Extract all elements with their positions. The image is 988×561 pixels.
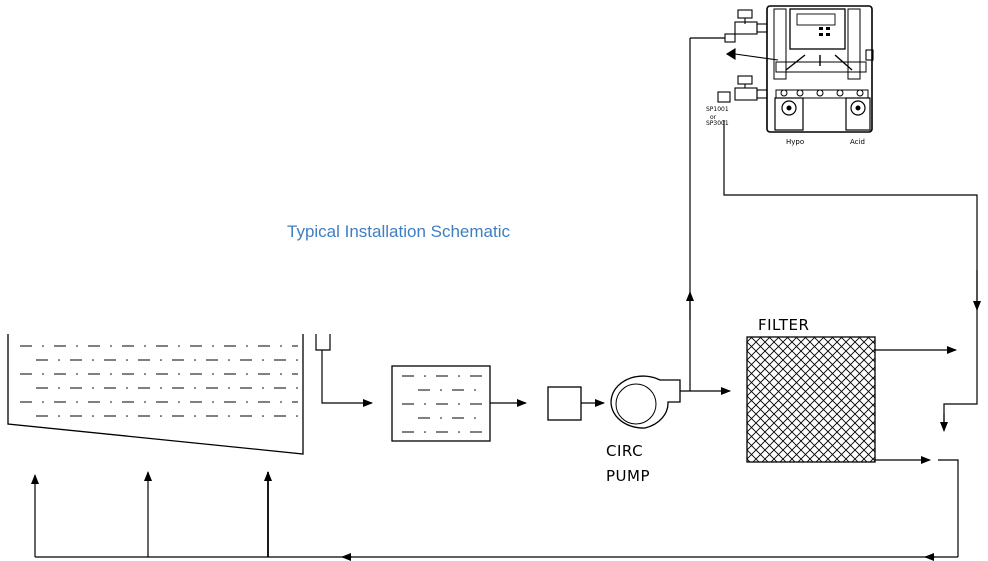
pool-water-pattern <box>20 345 298 417</box>
skimmer <box>315 334 331 351</box>
flow-cell-icon <box>725 48 736 60</box>
return-header <box>35 459 959 561</box>
schematic-title: Typical Installation Schematic <box>287 222 510 241</box>
filter-label: FILTER <box>758 316 810 334</box>
filter-vessel <box>746 336 876 463</box>
pump-option-or-label: or <box>710 114 717 121</box>
hypo-pump-label: Hypo <box>786 138 805 146</box>
acid-pump-label: Acid <box>850 138 865 146</box>
chemical-feed-line <box>723 120 981 432</box>
pool-return-lines <box>31 471 272 557</box>
controller-keypad <box>819 27 830 36</box>
strainer-tank <box>391 365 491 442</box>
circ-pump <box>610 375 681 429</box>
hypo-feed-pump <box>774 97 804 131</box>
pump-label: PUMP <box>606 467 651 485</box>
pool <box>7 334 331 455</box>
acid-feed-pump <box>845 97 871 131</box>
pump-option-2-label: SP3001 <box>706 120 729 127</box>
sample-line <box>686 37 725 391</box>
circ-label: CIRC <box>606 442 644 460</box>
controller-display-unit <box>789 8 846 50</box>
skimmer-line <box>321 350 373 407</box>
controller-panel <box>766 5 873 133</box>
pump-strainer-pot <box>547 386 582 421</box>
pump-option-1-label: SP1001 <box>706 106 729 113</box>
controller-fittings <box>717 9 874 103</box>
